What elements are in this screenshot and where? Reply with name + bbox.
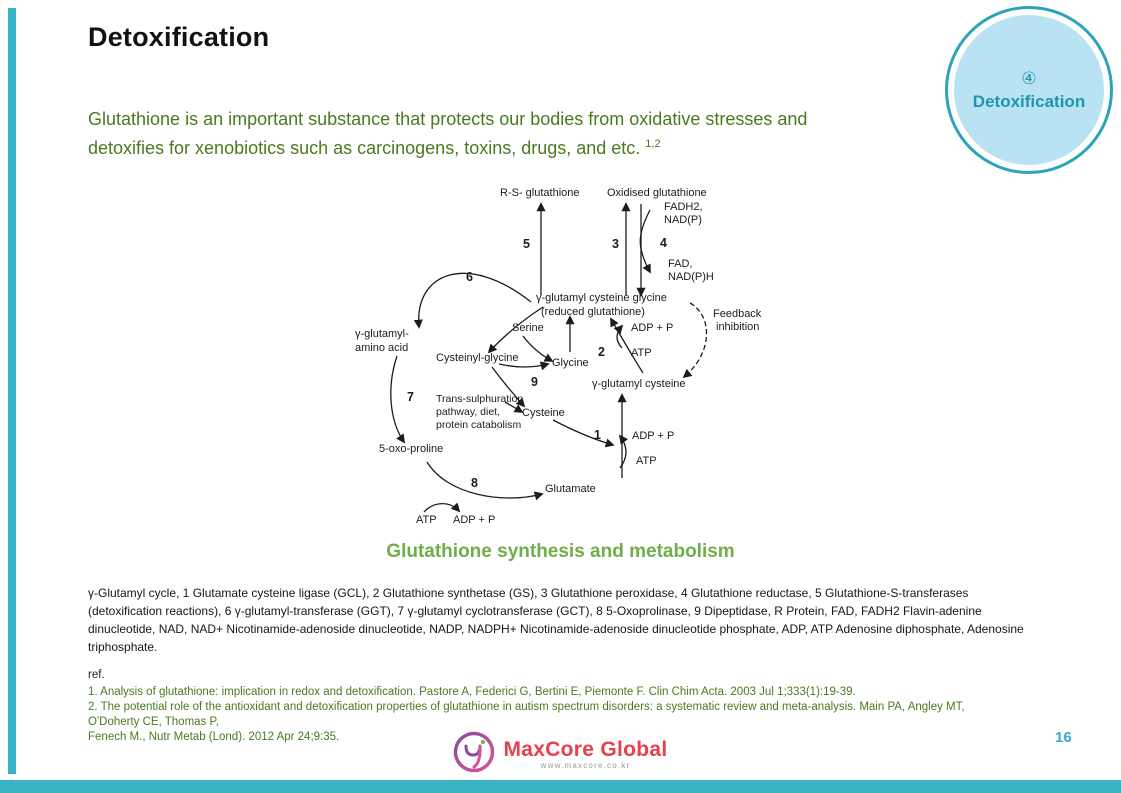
intro-text: Glutathione is an important substance th…: [88, 109, 808, 158]
label-trans-line3: protein catabolism: [436, 419, 521, 431]
badge-number: ④: [1021, 68, 1037, 88]
arrow-cysteine-to-step1: [552, 419, 615, 448]
arrow-step6-ggt: [413, 272, 532, 329]
slide-title: Detoxification: [88, 22, 270, 52]
arrow-glutathione-to-cysteinylglycine: [487, 306, 544, 354]
references-block: ref. 1. Analysis of glutathione: implica…: [88, 668, 1098, 745]
label-trans-line2: pathway, diet,: [436, 406, 500, 418]
label-nadp: NAD(P): [664, 214, 702, 226]
label-number-2: 2: [598, 345, 605, 359]
label-trans-line1: Trans-sulphuration: [436, 393, 523, 405]
badge-label: Detoxification: [972, 91, 1086, 111]
arrow-cofactor-atp-mid: [618, 434, 629, 469]
label-reduced-glutathione-line2: (reduced glutathione): [541, 306, 645, 318]
label-number-5: 5: [523, 237, 530, 251]
figure-caption: γ-Glutamyl cycle, 1 Glutamate cysteine l…: [88, 586, 1024, 654]
arrow-step2-synthetase: [610, 317, 644, 374]
label-number-1: 1: [594, 428, 601, 442]
label-number-8: 8: [471, 476, 478, 490]
left-accent-bar: [8, 8, 16, 774]
arrow-cofactor-atp-upper: [613, 324, 624, 349]
label-number-3: 3: [612, 237, 619, 251]
references-heading: ref.: [88, 669, 105, 681]
arrow-step7-gct: [390, 355, 406, 444]
label-oxidised-glutathione: Oxidised glutathione: [607, 187, 707, 199]
page-number: 16: [1055, 729, 1072, 746]
arrow-transsulphuration-to-cysteine: [504, 401, 524, 413]
intro-citation-superscript: 1,2: [645, 137, 661, 150]
label-nadph: NAD(P)H: [668, 271, 714, 283]
brand-website: www.maxcore.co.kr: [540, 761, 631, 770]
label-glycine: Glycine: [552, 357, 589, 369]
label-glutamate: Glutamate: [545, 483, 596, 495]
reference-line: O'Doherty CE, Thomas P,: [88, 715, 219, 728]
arrow-cofactor-fad: [639, 209, 651, 274]
label-adp-p-bottom: ADP + P: [453, 514, 495, 526]
label-number-4: 4: [660, 236, 667, 250]
label-5-oxo-proline: 5-oxo-proline: [379, 443, 443, 455]
glutathione-cycle-diagram: R-S- glutathione Oxidised glutathione FA…: [355, 187, 762, 526]
label-adp-p-mid: ADP + P: [632, 430, 674, 442]
label-gamma-glutamyl-cysteine: γ-glutamyl cysteine: [592, 378, 686, 390]
label-reduced-glutathione-line1: γ-glutamyl cysteine glycine: [536, 292, 667, 304]
bottom-accent-bar: [0, 780, 1121, 793]
intro-paragraph: Glutathione is an important substance th…: [88, 105, 843, 163]
label-atp-bottom: ATP: [416, 514, 437, 526]
label-number-6: 6: [466, 270, 473, 284]
label-cysteinyl-glycine: Cysteinyl-glycine: [436, 352, 519, 364]
label-number-7: 7: [407, 390, 414, 404]
reference-line: Fenech M., Nutr Metab (Lond). 2012 Apr 2…: [88, 730, 340, 743]
reference-line: 1. Analysis of glutathione: implication …: [88, 685, 856, 698]
arrow-step9-dipeptidase: [491, 366, 526, 408]
label-rs-glutathione: R-S- glutathione: [500, 187, 580, 199]
label-serine: Serine: [512, 322, 544, 334]
label-cysteine: Cysteine: [522, 407, 565, 419]
diagram-arrows: [390, 202, 708, 513]
label-feedback-line1: Feedback: [713, 308, 762, 320]
label-gamma-glutamyl-amino-acid-line2: amino acid: [355, 342, 408, 354]
section-badge-inner: ④ Detoxification: [954, 15, 1104, 165]
label-atp-mid: ATP: [636, 455, 657, 467]
label-fadh2: FADH2,: [664, 201, 703, 213]
section-badge: ④ Detoxification: [945, 6, 1113, 174]
arrow-feedback-inhibition: [682, 302, 708, 379]
label-adp-p-upper: ADP + P: [631, 322, 673, 334]
diagram-labels: R-S- glutathione Oxidised glutathione FA…: [355, 187, 762, 526]
arrow-step8-oxoprolinase: [426, 461, 544, 501]
label-gamma-glutamyl-amino-acid-line1: γ-glutamyl-: [355, 328, 409, 340]
arrow-cysteinylglycine-to-glycine: [498, 361, 550, 371]
label-number-9: 9: [531, 375, 538, 389]
label-fad: FAD,: [668, 258, 692, 270]
label-atp-upper: ATP: [631, 347, 652, 359]
arrow-cofactor-atp-bottom: [423, 502, 461, 513]
arrow-serine-to-glycine: [522, 335, 554, 362]
diagram-title: Glutathione synthesis and metabolism: [386, 541, 735, 562]
label-feedback-line2: inhibition: [716, 321, 759, 333]
reference-line: 2. The potential role of the antioxidant…: [88, 700, 965, 713]
